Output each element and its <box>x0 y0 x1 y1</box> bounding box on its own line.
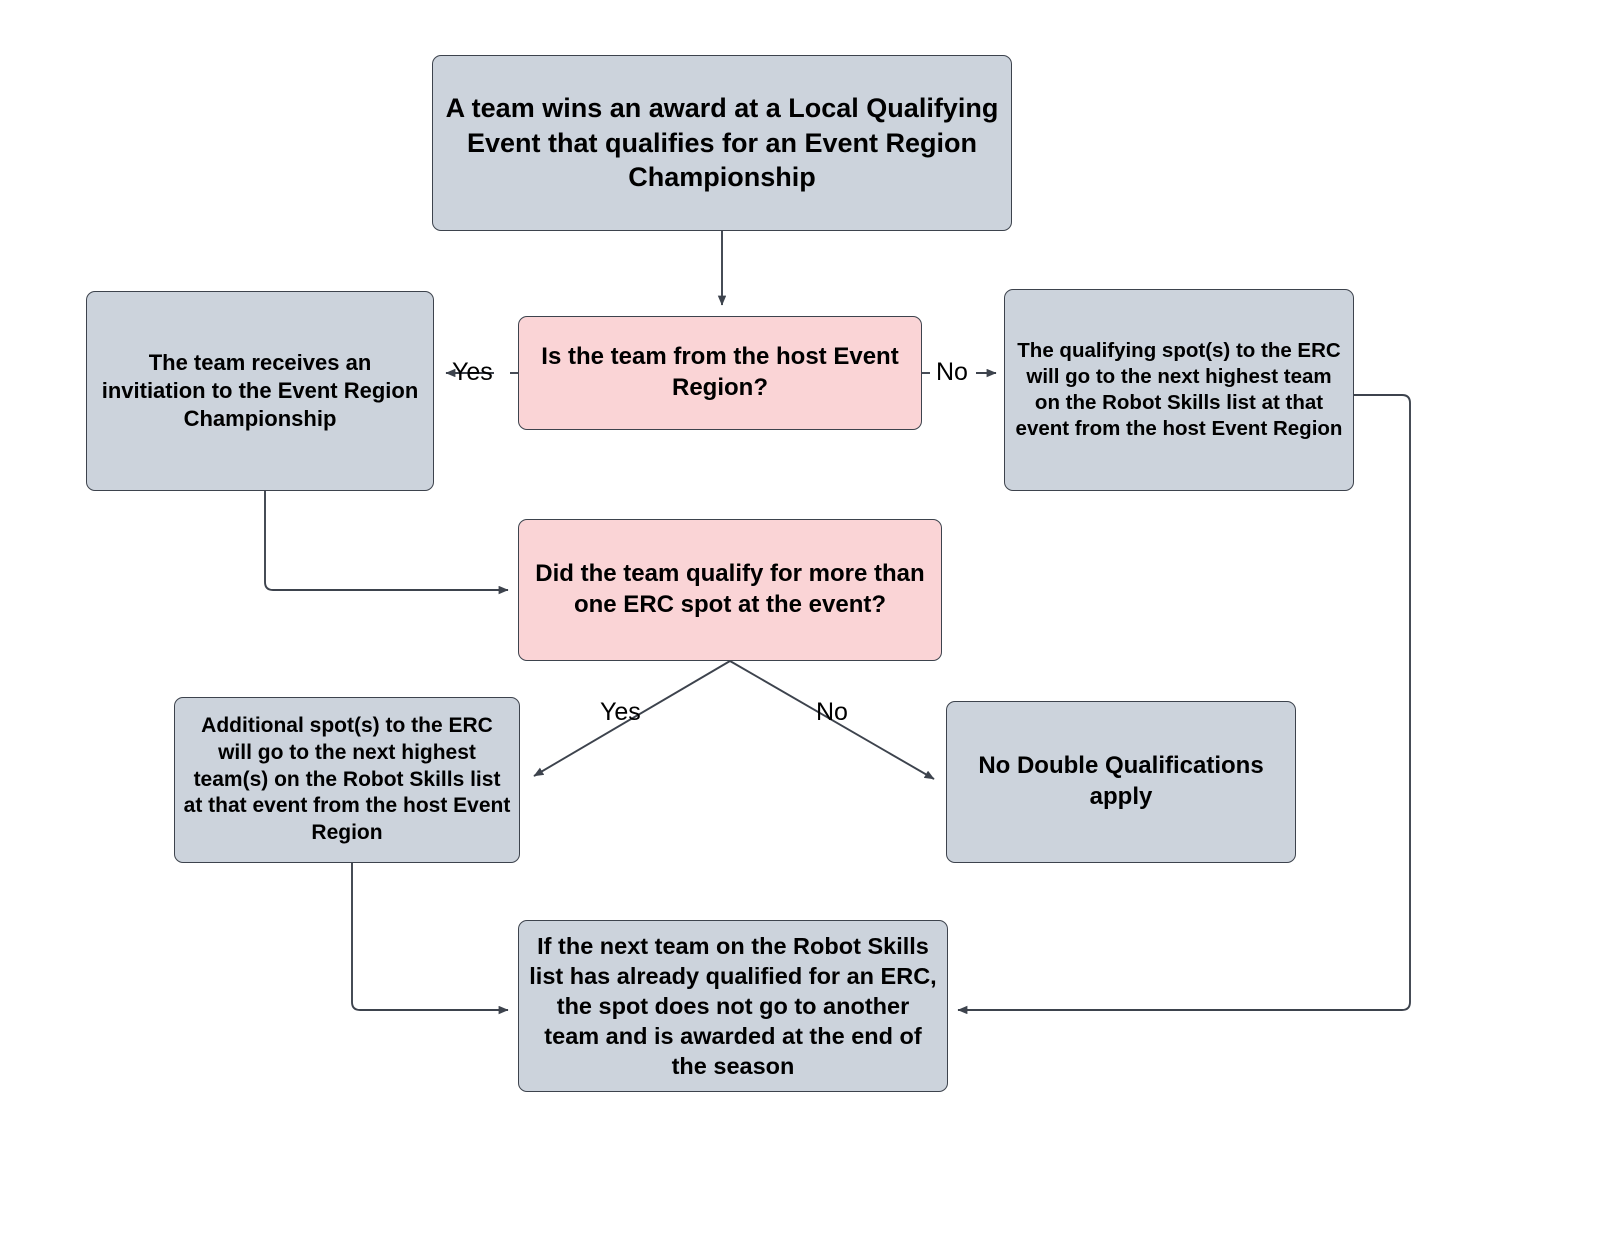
node-additional-spots: Additional spot(s) to the ERC will go to… <box>174 697 520 863</box>
edge-label-host-question-yes: Yes <box>452 358 493 386</box>
edge-label-multi-question-yes: Yes <box>600 698 641 726</box>
node-next-highest-team: The qualifying spot(s) to the ERC will g… <box>1004 289 1354 491</box>
node-start: A team wins an award at a Local Qualifyi… <box>432 55 1012 231</box>
node-invitation: The team receives an invitiation to the … <box>86 291 434 491</box>
node-no-double-qualifications: No Double Qualifications apply <box>946 701 1296 863</box>
edge-invitation-to-multi-question <box>264 491 509 595</box>
node-host-region-question: Is the team from the host Event Region? <box>518 316 922 430</box>
node-multiple-spots-question: Did the team qualify for more than one E… <box>518 519 942 661</box>
edge-additional-spots-to-already-qualified <box>351 863 509 1015</box>
node-already-qualified: If the next team on the Robot Skills lis… <box>518 920 948 1092</box>
edge-label-multi-question-no: No <box>816 698 848 726</box>
edge-label-host-question-no: No <box>936 358 968 386</box>
